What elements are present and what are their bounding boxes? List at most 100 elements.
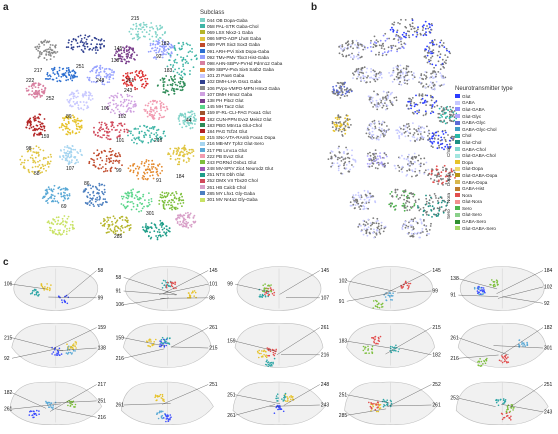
umap-point	[101, 67, 104, 69]
umap-point	[352, 165, 355, 168]
umap-point	[88, 94, 91, 97]
umap-point	[46, 163, 49, 166]
umap-point	[427, 50, 430, 52]
umap-point	[74, 132, 77, 135]
umap-point	[132, 47, 134, 50]
umap-point	[386, 125, 388, 127]
cell-dot	[262, 284, 265, 287]
umap-cluster	[349, 189, 377, 211]
umap-point	[402, 124, 405, 127]
umap-point	[373, 78, 376, 81]
umap-point	[92, 47, 95, 50]
umap-point	[98, 182, 101, 185]
legend-swatch	[200, 30, 205, 35]
cell-dot	[165, 418, 168, 420]
umap-point	[179, 220, 182, 223]
cell-dot	[407, 287, 409, 290]
umap-cluster	[389, 18, 433, 39]
cell-dot	[277, 397, 279, 399]
cell-dot	[66, 343, 68, 345]
umap-point	[57, 75, 60, 77]
umap-point	[128, 192, 131, 195]
cell-dot	[57, 353, 59, 355]
umap-point	[437, 50, 440, 53]
cell-dot	[33, 416, 35, 419]
cell-dot	[269, 365, 272, 367]
cell-dot	[73, 405, 75, 408]
umap-point	[145, 84, 148, 87]
umap-point	[154, 56, 157, 59]
umap-point	[50, 156, 53, 158]
umap-point	[390, 103, 393, 105]
umap-point	[420, 74, 423, 77]
umap-point	[372, 46, 375, 48]
umap-point	[86, 105, 89, 107]
umap-cluster-label: 248	[96, 78, 105, 84]
umap-point	[446, 202, 449, 204]
umap-point	[407, 225, 410, 228]
umap-point	[398, 47, 400, 50]
umap-point	[414, 217, 416, 220]
umap-point	[127, 195, 130, 198]
nt-legend-item: Nora	[455, 192, 555, 199]
umap-point	[131, 71, 134, 74]
umap-point	[395, 75, 398, 78]
umap-point	[136, 88, 139, 90]
nt-group-label: Chol	[446, 147, 451, 157]
umap-point	[424, 49, 426, 52]
leader-line	[123, 297, 169, 305]
umap-point	[136, 203, 139, 206]
umap-point	[162, 88, 165, 90]
umap-point	[115, 159, 118, 162]
cell-dot	[265, 292, 268, 294]
umap-point	[25, 87, 28, 90]
umap-point	[183, 82, 186, 85]
umap-point	[337, 129, 340, 132]
umap-point	[66, 228, 68, 230]
umap-point	[155, 235, 158, 237]
umap-point	[127, 75, 130, 78]
umap-point	[379, 152, 381, 155]
umap-point	[369, 125, 372, 127]
umap-point	[50, 51, 53, 54]
umap-point	[48, 188, 51, 191]
cell-dot	[394, 349, 396, 351]
leader-line	[279, 270, 320, 295]
umap-point	[439, 72, 442, 75]
umap-point	[185, 125, 187, 128]
umap-point	[59, 229, 61, 232]
umap-point	[163, 32, 166, 35]
umap-point	[452, 173, 454, 176]
umap-point	[337, 115, 340, 117]
umap-point	[33, 172, 35, 175]
cell-dot	[194, 291, 197, 294]
umap-point	[79, 149, 82, 151]
umap-point	[375, 138, 378, 141]
cell-dot	[392, 347, 395, 349]
umap-point	[416, 112, 419, 115]
legend-label: 301 MV Nr4a2 Gly-Gaba	[207, 197, 258, 203]
umap-point	[119, 155, 122, 158]
umap-point	[430, 23, 433, 25]
umap-point	[164, 91, 167, 93]
umap-point	[68, 160, 71, 163]
umap-point	[183, 120, 186, 123]
umap-point	[400, 43, 403, 46]
umap-point	[144, 35, 146, 38]
leader-line	[162, 384, 209, 405]
legend-swatch	[200, 148, 205, 153]
umap-point	[390, 204, 392, 207]
umap-point	[371, 130, 374, 133]
umap-point	[133, 51, 136, 54]
legend-swatch	[455, 206, 460, 211]
umap-point	[86, 196, 89, 199]
cell-dot	[287, 397, 289, 399]
umap-point	[345, 42, 347, 45]
umap-point	[117, 233, 120, 236]
umap-point	[389, 99, 391, 102]
cell-dot	[261, 350, 263, 352]
umap-point	[40, 53, 43, 56]
umap-point	[377, 138, 380, 141]
umap-point	[34, 92, 36, 95]
umap-cluster	[365, 119, 390, 141]
